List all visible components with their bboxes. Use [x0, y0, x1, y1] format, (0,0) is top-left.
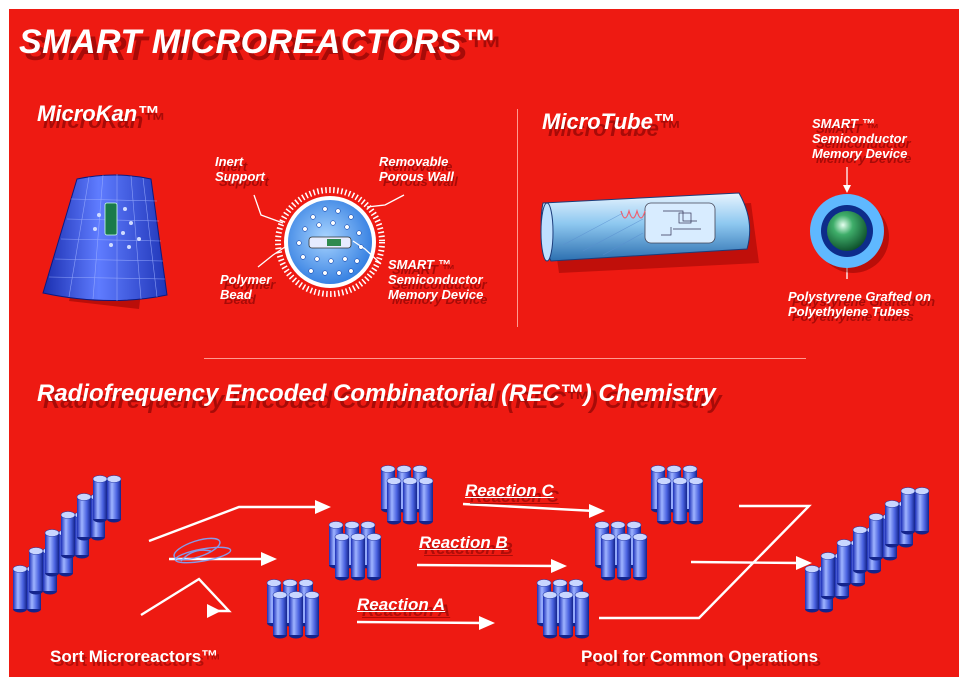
microkan-cross-section-illustration [275, 187, 385, 297]
reacted-group-b-cylinder [632, 533, 648, 581]
rec-chemistry-heading: Radiofrequency Encoded Combinatorial (RE… [37, 380, 716, 407]
sorted-group-b-cylinder [366, 533, 382, 581]
reaction-b-arrow [416, 563, 558, 568]
initial-array-cylinder [60, 511, 76, 559]
pooled-array-cylinder [836, 539, 852, 587]
pooled-array-cylinder [820, 552, 836, 600]
sorted-group-c-cylinder [418, 477, 434, 525]
sorted-group-a-cylinder [288, 591, 304, 639]
sorted-group-b-cylinder [334, 533, 350, 581]
pooled-array-cylinder [900, 487, 916, 535]
pooled-array-cylinder [852, 526, 868, 574]
vertical-divider [517, 109, 518, 327]
reacted-group-a-cylinder [558, 591, 574, 639]
sort-microreactors-label: Sort Microreactors™ [50, 647, 219, 666]
sorted-group-a-cylinder [304, 591, 320, 639]
pooled-array-cylinder [914, 487, 930, 535]
reaction-a-label: Reaction A [357, 595, 446, 614]
sorted-group-c-cylinder [386, 477, 402, 525]
reacted-group-a-cylinder [574, 591, 590, 639]
microkan-cone-illustration [42, 174, 168, 309]
reacted-group-c-cylinder [656, 477, 672, 525]
reacted-group-c-cylinder [688, 477, 704, 525]
initial-array-cylinder [28, 547, 44, 595]
reaction-b-label: Reaction B [419, 533, 508, 552]
reacted-group-b-cylinder [600, 533, 616, 581]
rec-flow-diagram [12, 465, 930, 639]
microtube-heading: MicroTube™ [542, 109, 675, 134]
pooled-array-cylinder [884, 500, 900, 548]
reacted-group-a-cylinder [542, 591, 558, 639]
microtube-cross-section-illustration [810, 194, 889, 273]
horizontal-divider [204, 358, 806, 359]
microtube-illustration [540, 192, 759, 273]
initial-array-cylinder [106, 475, 122, 523]
reaction-c-label: Reaction C [465, 481, 554, 500]
reacted-group-c-cylinder [672, 477, 688, 525]
sorted-group-a-cylinder [272, 591, 288, 639]
pool-arrow-middle [690, 560, 803, 565]
reacted-group-b-cylinder [616, 533, 632, 581]
initial-array-cylinder [44, 529, 60, 577]
pooled-array-cylinder [804, 565, 820, 613]
sort-arrow-top [148, 505, 321, 543]
slide: SMART MICROREACTORS™ MicroKan™ MicroTube… [9, 9, 959, 677]
page-title: SMART MICROREACTORS™ [19, 23, 497, 61]
sorted-group-c-cylinder [402, 477, 418, 525]
initial-array-cylinder [76, 493, 92, 541]
initial-array-cylinder [92, 475, 108, 523]
initial-array-cylinder [12, 565, 28, 613]
pooled-array-cylinder [868, 513, 884, 561]
sorted-group-b-cylinder [350, 533, 366, 581]
reaction-c-arrow [462, 502, 596, 513]
pool-common-operations-label: Pool for Common Operations [581, 647, 819, 666]
reaction-a-arrow [356, 620, 486, 625]
microkan-heading: MicroKan™ [37, 101, 160, 126]
